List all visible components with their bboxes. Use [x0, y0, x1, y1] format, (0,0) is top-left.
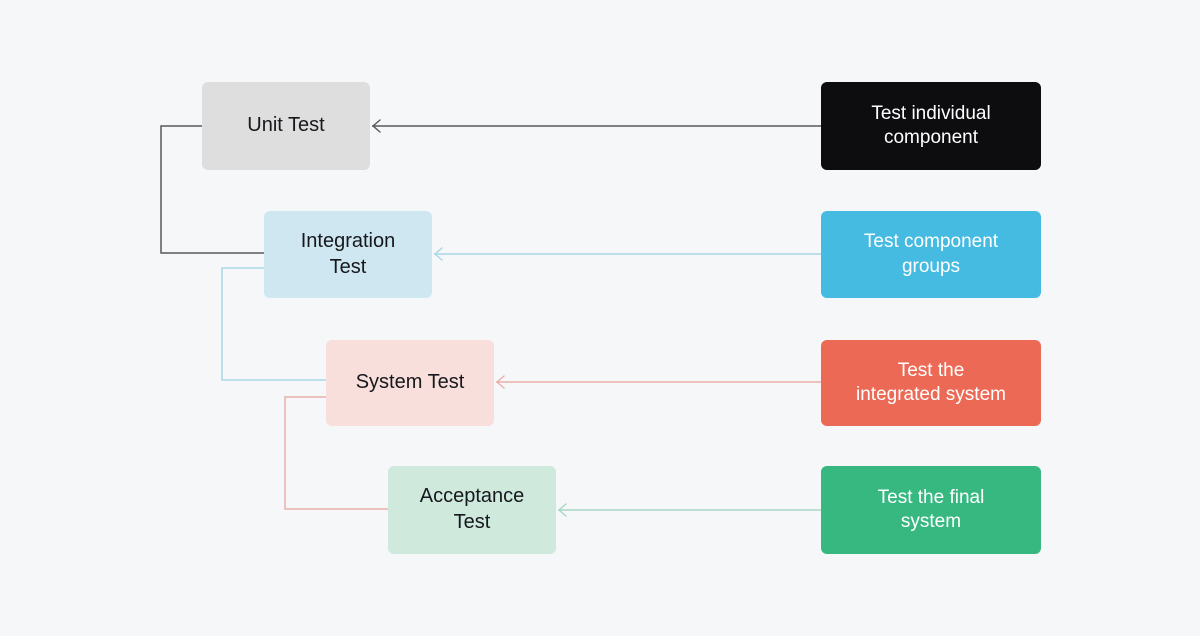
description-node-test-the-integrated-system[interactable]: Test the integrated system: [821, 340, 1041, 426]
stage-node-integration-test[interactable]: Integration Test: [264, 211, 432, 298]
stage-node-label: Acceptance Test: [419, 485, 525, 533]
stage-node-acceptance-test[interactable]: Acceptance Test: [388, 466, 556, 554]
arrowhead-desc-to-system-test: [496, 375, 505, 389]
arrowhead-desc-to-integration-test: [434, 247, 443, 261]
description-node-label: Test component groups: [863, 231, 999, 277]
stage-node-system-test[interactable]: System Test: [326, 340, 494, 426]
stage-node-unit-test[interactable]: Unit Test: [202, 82, 370, 170]
stage-node-label: System Test: [355, 371, 465, 394]
description-node-test-individual-component[interactable]: Test individual component: [821, 82, 1041, 170]
description-node-test-component-groups[interactable]: Test component groups: [821, 211, 1041, 298]
stage-node-label: Unit Test: [247, 114, 325, 137]
arrowhead-desc-to-unit-test: [372, 119, 381, 133]
description-node-test-the-final-system[interactable]: Test the final system: [821, 466, 1041, 554]
stage-node-label: Integration Test: [300, 229, 396, 278]
description-node-label: Test the integrated system: [856, 359, 1006, 405]
arrowhead-desc-to-acceptance-test: [558, 503, 567, 517]
description-node-label: Test the final system: [877, 486, 985, 532]
description-node-label: Test individual component: [871, 102, 991, 148]
